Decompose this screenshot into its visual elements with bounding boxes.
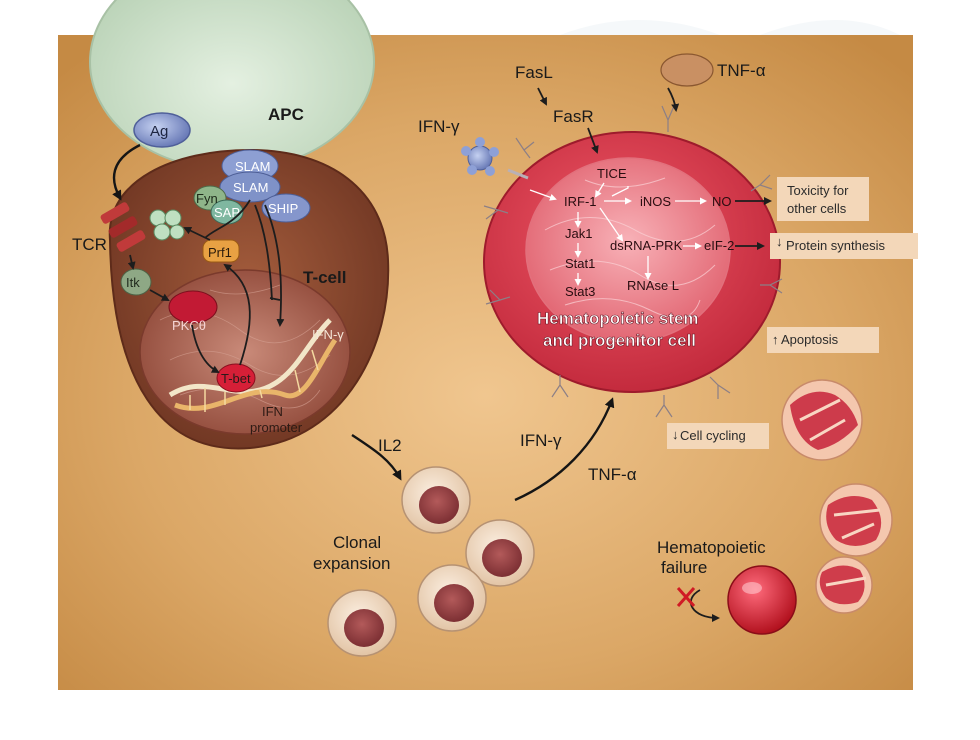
sap-label: SAP [214,205,240,220]
apoptosis-box [767,327,879,353]
failure-arrow-icon [690,589,720,622]
protein-label: Protein synthesis [786,238,885,253]
ifng-left-label: IFN-γ [418,117,460,136]
ifng-out-label: IFN-γ [520,431,562,450]
cytokine-arrow-icon [514,397,615,502]
il2-arrow-icon [351,433,402,481]
hspc-title-2: and progenitor cell [543,331,696,350]
cellcycling-label: Cell cycling [680,428,746,443]
hspc-title-1: Hematopoietic stem [537,309,699,328]
slam-top-label: SLAM [235,159,270,174]
ifng-receptor [507,168,529,180]
tice-label: TICE [597,166,627,181]
pkc-label: PKCθ [172,318,206,333]
ship-label: SHIP [268,201,298,216]
ag-label: Ag [150,123,168,140]
eif2-label: eIF-2 [704,238,734,253]
toxicity-label-2: other cells [787,201,847,216]
no-label: NO [712,194,732,209]
hspc-pathway-arrows [529,182,707,286]
apoptotic-cells [781,379,893,614]
tcell-signal-arrows [127,199,285,373]
prf1-label: Prf1 [208,245,232,260]
slam-cluster [193,149,311,225]
t-cell-nucleus [139,269,351,435]
cellcycling-box [667,423,769,449]
inos-label: iNOS [640,194,671,209]
tcr-receptor [100,202,146,252]
dna-helix [168,318,338,412]
red-cell-ball [727,565,797,635]
rnase-label: RNAse L [627,278,679,293]
fasl-arrow-icon [537,87,547,106]
tbet-label: T-bet [221,371,251,386]
tcell-label: T-cell [303,268,346,287]
ifng-molecule [461,137,499,176]
tnfa-top-label: TNF-α [717,61,766,80]
tnfa-arrow-icon [667,87,680,112]
fasr-arrow-icon [587,127,599,154]
protein-box [770,233,918,259]
apoptosis-label: Apoptosis [781,332,839,347]
clonal-label-2: expansion [313,554,391,573]
tbet-protein [216,363,256,393]
il2-label: IL2 [378,436,402,455]
ifn-promoter-label-2: promoter [250,420,303,435]
failure-label-1: Hematopoietic [657,538,766,557]
fasl-label: FasL [515,63,553,82]
stat1-label: Stat1 [565,256,595,271]
toxicity-label-1: Toxicity for [787,183,849,198]
fasr-label: FasR [553,107,594,126]
ifn-promoter-label-1: IFN [262,404,283,419]
itk-label: Itk [126,275,140,290]
irf1-label: IRF-1 [564,194,597,209]
tcr-label: TCR [72,235,107,254]
hspc-receptors [483,105,783,418]
clonal-expansion-cells [327,466,535,657]
slam-bottom-label: SLAM [233,180,268,195]
apc-label: APC [268,105,304,124]
hspc-nucleus [525,157,731,343]
itk-protein [120,268,152,296]
jak1-label: Jak1 [565,226,592,241]
top-arc [560,20,720,35]
top-arc [760,20,900,35]
stat3-label: Stat3 [565,284,595,299]
hspc-texture [544,177,716,319]
tnfa-out-label: TNF-α [588,465,637,484]
ag-arrow-icon [112,143,141,201]
cellcycling-down-arrow-icon: ↓ [672,427,679,442]
prf1-protein [202,239,240,263]
apoptosis-up-arrow-icon: ↑ [772,332,779,347]
clonal-label-1: Clonal [333,533,381,552]
toxicity-box [777,177,869,221]
tnfa-blob [660,53,714,87]
dsrna-label: dsRNA-PRK [610,238,683,253]
red-cell-highlight [742,582,762,594]
protein-down-arrow-icon: ↓ [776,234,783,249]
antigen [133,112,191,148]
blocked-x-icon [676,587,696,607]
ifng-gene-label: IFN-γ [312,327,344,342]
fyn-label: Fyn [196,191,218,206]
pkc-theta [168,290,218,324]
failure-label-2: failure [661,558,707,577]
